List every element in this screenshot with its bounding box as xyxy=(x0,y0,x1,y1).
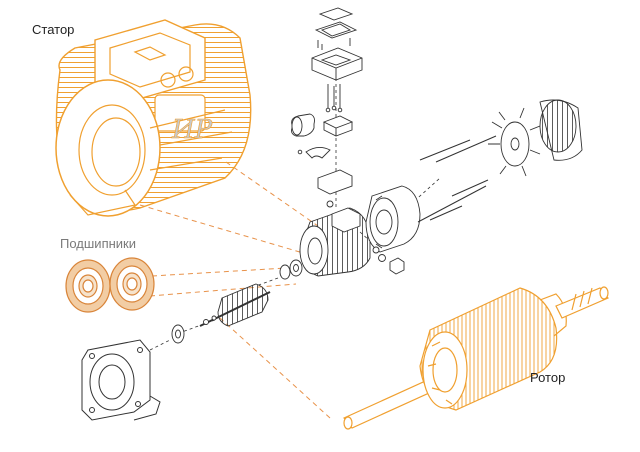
small-bearings xyxy=(171,259,303,344)
leader-bearing-bottom xyxy=(149,283,297,297)
leader-bearing-top xyxy=(151,267,287,277)
stator-watermark: ИР xyxy=(171,115,213,145)
terminal-box-parts xyxy=(291,7,363,208)
flange-shield xyxy=(81,339,161,421)
terminal-nuts xyxy=(372,246,405,275)
rotor-small xyxy=(199,283,271,327)
cooling-fan xyxy=(488,107,541,177)
bearings-label: Подшипники xyxy=(60,236,136,251)
stator-housing-large xyxy=(55,19,252,217)
leader-rotor-shaft xyxy=(219,317,331,419)
rotor-large xyxy=(343,286,609,430)
fan-cowl xyxy=(539,99,583,161)
rotor-label: Ротор xyxy=(530,370,566,385)
stator-small xyxy=(299,207,371,277)
bearing-left xyxy=(65,259,111,313)
leader-stator xyxy=(225,161,319,227)
gasket xyxy=(314,21,358,39)
leader-stator-lower xyxy=(139,204,311,256)
bearing-right xyxy=(109,257,155,311)
end-shield xyxy=(365,185,421,253)
stator-label: Статор xyxy=(32,22,75,37)
tie-bolts xyxy=(417,135,497,223)
leader-lines xyxy=(139,161,331,419)
